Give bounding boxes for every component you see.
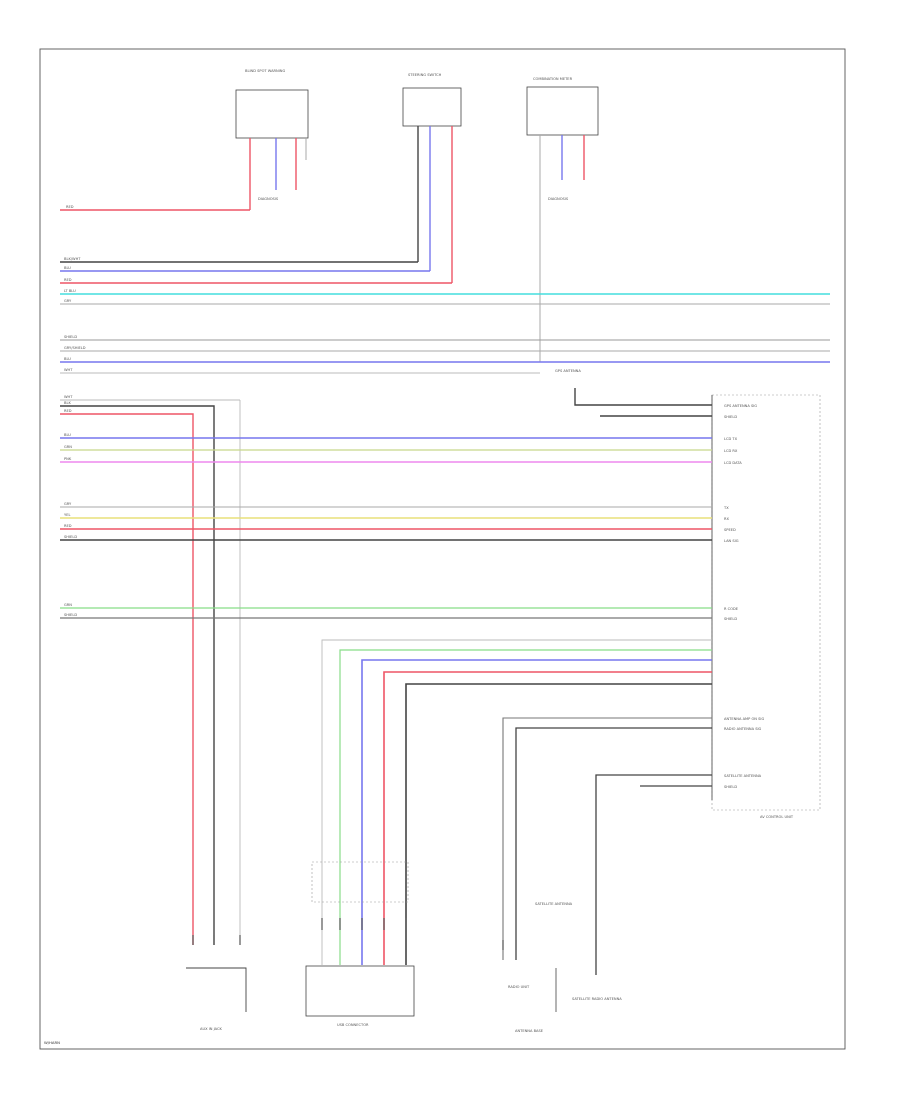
front-component-b-label: STEERING SWITCH bbox=[408, 73, 442, 77]
wire-h-cyan-label: LT BLU bbox=[64, 289, 76, 293]
term-rx: RX bbox=[724, 517, 729, 521]
term-lcd-data: LCD DATA bbox=[724, 461, 742, 465]
wire-m-red-label: RED bbox=[64, 524, 72, 528]
aux-input-jack: AUX IN JACK bbox=[186, 967, 247, 1031]
usb-connector: USB CONNECTOR bbox=[305, 861, 415, 1027]
wire-m-shield2-label: SHIELD bbox=[64, 613, 77, 617]
satellite-antenna: SATELLITE RADIO ANTENNA SATELLITE ANTENN… bbox=[535, 902, 622, 1001]
wire-h-blue-2-label: BLU bbox=[64, 357, 71, 361]
wire-usb-red bbox=[383, 671, 712, 965]
wire-h-grey-shield-label: GRY/SHIELD bbox=[64, 346, 86, 350]
wire-usb-green bbox=[339, 649, 712, 965]
term-tx: TX bbox=[723, 506, 729, 510]
diagnosis-label-a: DIAGNOSIS bbox=[258, 197, 279, 201]
wire-ant-sig bbox=[515, 727, 712, 960]
wire-h-shield-1-label: SHIELD bbox=[64, 335, 77, 339]
diagram-frame bbox=[39, 48, 846, 1050]
satellite-antenna-label: SATELLITE RADIO ANTENNA bbox=[572, 997, 622, 1001]
front-component-b: STEERING SWITCH bbox=[402, 73, 462, 127]
radio-unit-label: RADIO UNIT bbox=[508, 985, 530, 989]
wire-aux-red bbox=[60, 413, 194, 945]
sheet-id: W/HARN bbox=[44, 1040, 60, 1045]
wire-h-white-1-label: WHT bbox=[64, 368, 73, 372]
wire-h-red-top-label: RED bbox=[66, 205, 74, 209]
aux-input-jack-label: AUX IN JACK bbox=[200, 1027, 222, 1031]
wire-h-red-1-label: RED bbox=[64, 278, 72, 282]
av-control-unit-label: AV CONTROL UNIT bbox=[760, 815, 794, 819]
wire-sat bbox=[595, 774, 712, 975]
wire-m-green-label: GRN bbox=[64, 445, 72, 449]
wire-m-yellow-label: YEL bbox=[64, 513, 70, 517]
front-component-a-label: BLIND SPOT WARNING bbox=[245, 69, 285, 73]
gps-antenna-label: GPS ANTENNA bbox=[555, 369, 581, 373]
wire-usb-blue bbox=[361, 659, 712, 965]
wire-m-grey-label: GRY bbox=[64, 502, 72, 506]
diagnosis-label-c: DIAGNOSIS bbox=[548, 197, 569, 201]
wire-usb-grey bbox=[321, 639, 712, 965]
term-gps-shield: SHIELD bbox=[724, 415, 737, 419]
term-speed: SPEED bbox=[724, 528, 736, 532]
wire-m-shield-label: SHIELD bbox=[64, 535, 77, 539]
term-sat-shield: SHIELD bbox=[724, 785, 737, 789]
term-ant-amp: ANTENNA AMP ON SIG bbox=[724, 717, 764, 721]
wire-aux-black-label: BLK bbox=[64, 401, 71, 405]
term-gps-sig: GPS ANTENNA SIG bbox=[724, 404, 757, 408]
connector-ticks bbox=[192, 918, 597, 950]
wire-aux-white-label: WHT bbox=[64, 395, 73, 399]
term-sat: SATELLITE ANTENNA bbox=[724, 774, 762, 778]
term-shield-2: SHIELD bbox=[724, 617, 737, 621]
wire-usb-black bbox=[405, 683, 712, 965]
term-lcd-tx: LCD TX bbox=[724, 437, 738, 441]
wire-m-green2-label: GRN bbox=[64, 603, 72, 607]
front-component-a: BLIND SPOT WARNING bbox=[235, 69, 309, 139]
front-component-c-label: COMBINATION METER bbox=[533, 77, 573, 81]
satellite-sub-label: SATELLITE ANTENNA bbox=[535, 902, 573, 906]
term-lan: LAN SIG bbox=[724, 539, 739, 543]
wire-h-black-1-label: BLK/WHT bbox=[64, 257, 81, 261]
term-ant-sig: RADIO ANTENNA SIG bbox=[724, 727, 762, 731]
wire-m-pink-label: PNK bbox=[64, 457, 72, 461]
term-lcd-rx: LCD RX bbox=[724, 449, 738, 453]
usb-connector-label: USB CONNECTOR bbox=[337, 1023, 369, 1027]
term-rcode: R CODE bbox=[724, 607, 739, 611]
wire-ant-amp bbox=[502, 717, 712, 960]
wire-aux-black bbox=[60, 405, 215, 945]
wire-h-blue-1-label: BLU bbox=[64, 266, 71, 270]
wire-h-grey-1-label: GRY bbox=[64, 299, 72, 303]
av-control-unit-box bbox=[711, 394, 821, 811]
antenna-base: ANTENNA BASE RADIO UNIT bbox=[508, 968, 557, 1033]
antenna-base-label: ANTENNA BASE bbox=[515, 1029, 544, 1033]
wire-m-blue-label: BLU bbox=[64, 433, 71, 437]
wire-aux-red-label: RED bbox=[64, 409, 72, 413]
wire-gps-feed bbox=[574, 388, 712, 406]
